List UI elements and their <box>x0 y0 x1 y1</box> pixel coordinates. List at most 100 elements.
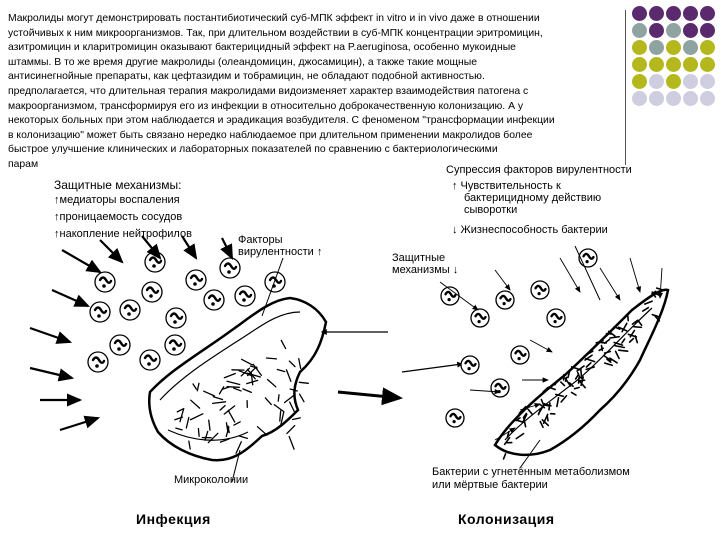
decorative-dot <box>649 40 664 55</box>
thin-arrow <box>529 339 553 353</box>
decorative-dot <box>666 57 681 72</box>
neutrophil-cell <box>264 271 286 293</box>
defense-item-1: ↑медиаторы воспаления <box>54 194 180 206</box>
bacterium-fragment <box>585 366 595 371</box>
bacterium-fragment <box>613 326 621 330</box>
cell-membrane <box>141 281 163 303</box>
cell-nucleus <box>474 312 487 320</box>
decorative-dot <box>666 40 681 55</box>
bacterium-fragment <box>502 453 507 460</box>
colonization-arrows <box>439 257 664 441</box>
cell-nucleus <box>268 276 283 284</box>
neutrophil-cell <box>578 248 598 268</box>
virulence-label-2: вирулентности ↑ <box>238 246 323 258</box>
bacterium-fragment <box>570 391 577 396</box>
thin-arrow <box>519 402 541 411</box>
bacterium-fragment <box>603 350 612 354</box>
bacterium-rod <box>176 408 184 413</box>
bacterium-rod <box>192 383 198 390</box>
decorative-dot <box>632 40 647 55</box>
cell-granule <box>227 270 231 274</box>
neutrophil-cell <box>89 301 111 323</box>
bacterium-fragment <box>522 413 528 423</box>
cell-granule <box>127 312 131 316</box>
bacterium-rod <box>212 401 227 405</box>
neutrophil-cell <box>165 307 187 329</box>
bacterium-rod <box>238 435 249 439</box>
bacterium-fragment <box>609 357 618 364</box>
bacterium-rod <box>264 397 272 406</box>
description-paragraph: Макролиды могут демонстрировать постанти… <box>8 13 555 170</box>
bacterium-rod <box>233 421 241 426</box>
up-arrow-icon: ↑ <box>54 211 60 223</box>
divider-line <box>625 10 626 165</box>
bacterium-rod <box>265 357 278 360</box>
bacterium-rod <box>197 427 200 438</box>
cell-nucleus <box>145 286 160 294</box>
decorative-dot <box>632 74 647 89</box>
cell-granule <box>173 320 177 324</box>
cell-granule <box>517 356 521 361</box>
bacterium-rod <box>250 371 254 386</box>
cell-membrane <box>578 248 598 268</box>
neutrophil-cell <box>495 290 515 310</box>
cell-nucleus <box>534 284 547 292</box>
decorative-dot <box>649 23 664 38</box>
cell-membrane <box>185 269 207 291</box>
microcolony-label: Микроколонии <box>174 474 249 486</box>
bacterium-fragment <box>632 325 643 329</box>
bacterium-rod <box>233 387 242 392</box>
bacterium-fragment <box>555 393 565 398</box>
decorative-dot <box>649 57 664 72</box>
cell-nucleus <box>223 262 238 270</box>
cell-granule <box>147 362 151 366</box>
bacterium-rod <box>219 404 226 411</box>
cell-membrane <box>470 308 490 328</box>
cell-membrane <box>460 355 480 375</box>
sensitivity-line-3: сыворотки <box>464 204 518 216</box>
decorative-dot <box>666 74 681 89</box>
bacterium-fragment <box>556 396 560 408</box>
cell-granule <box>172 347 176 351</box>
neutrophil-cell <box>185 269 207 291</box>
incoming-arrow <box>29 366 75 382</box>
bacterium-fragment <box>614 344 626 349</box>
bacterium-fragment <box>573 386 580 390</box>
neutrophil-cell <box>530 280 550 300</box>
decorative-dot <box>683 57 698 72</box>
bacterium-rod <box>240 358 254 366</box>
cell-nucleus <box>168 339 183 347</box>
up-arrow-icon: ↑ <box>54 228 60 240</box>
thin-arrow <box>599 267 621 301</box>
virulence-label-1: Факторы <box>238 234 283 246</box>
bacterium-rod <box>276 368 286 373</box>
neutrophil-cell <box>546 308 566 328</box>
decorative-dot <box>700 57 715 72</box>
bacterium-fragment <box>607 330 616 337</box>
bacterium-fragment <box>577 379 587 389</box>
neutrophil-cell <box>94 271 116 293</box>
bacterium-fragment <box>651 290 657 295</box>
bacterium-fragment <box>506 431 510 439</box>
bacterium-fragment <box>542 386 550 393</box>
bacterium-fragment <box>574 374 579 380</box>
neutrophil-cell <box>445 408 465 428</box>
infection-arrows <box>29 235 233 432</box>
microcolony-pointer <box>231 449 241 483</box>
cell-nucleus <box>98 276 113 284</box>
viability-label: ↓ Жизнеспособность бактерии <box>452 224 608 236</box>
decorative-dot <box>700 91 715 106</box>
cell-membrane <box>87 351 109 373</box>
bacterium-rod <box>208 419 211 431</box>
bacterium-rod <box>277 394 280 402</box>
cell-granule <box>502 301 506 306</box>
cell-granule <box>537 291 541 296</box>
bacterium-fragment <box>631 319 639 325</box>
bacterium-rod <box>235 441 242 454</box>
bacterium-fragment <box>586 350 594 355</box>
suppression-title: Супрессия факторов вирулентности <box>446 164 632 176</box>
colonization-biofilm <box>493 287 670 460</box>
bacterium-rod <box>283 394 295 404</box>
bacterium-rod <box>280 411 285 426</box>
